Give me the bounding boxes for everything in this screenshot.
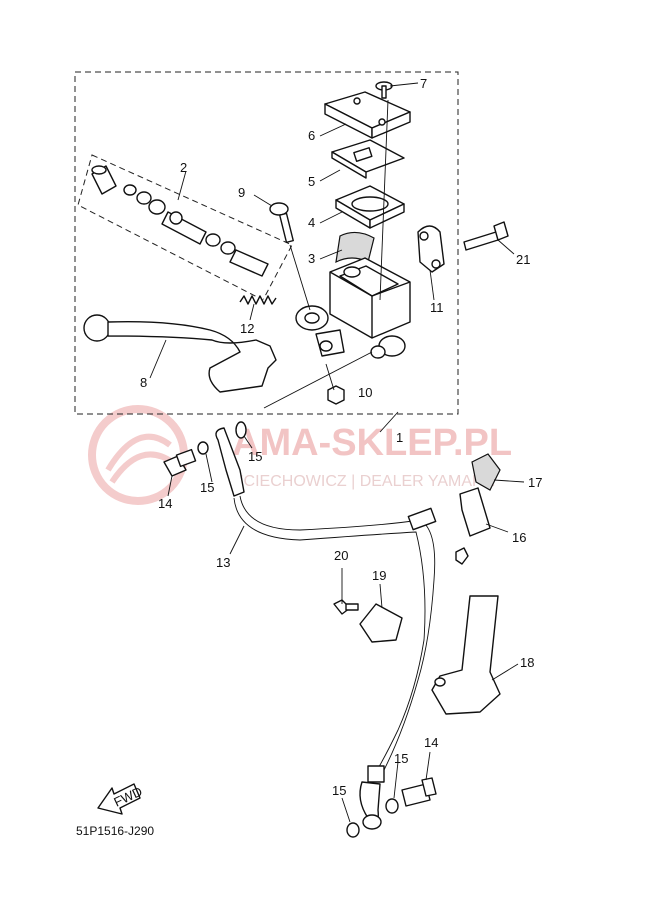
callout-15-d: 15 (332, 783, 346, 798)
brake-hose-13 (215, 427, 437, 830)
diaphragm-4 (335, 185, 405, 229)
callout-15-a: 15 (248, 449, 262, 464)
plate-5 (331, 139, 405, 179)
callout-9: 9 (238, 185, 245, 200)
callout-15-b: 15 (200, 480, 214, 495)
fwd-arrow-icon: FWD (97, 783, 145, 815)
callout-17: 17 (528, 475, 542, 490)
callout-11: 11 (430, 300, 444, 315)
callout-6: 6 (308, 128, 315, 143)
protector-3 (335, 231, 375, 264)
fwd-label: FWD (111, 784, 144, 810)
screw-7 (375, 81, 393, 99)
piston-kit-2 (91, 165, 269, 277)
bolt-9 (269, 202, 294, 244)
callout-10: 10 (358, 385, 372, 400)
holder-clamp-11 (417, 225, 445, 273)
callout-21: 21 (516, 252, 530, 267)
spring-12 (239, 295, 277, 305)
callout-12: 12 (240, 321, 254, 336)
hose-holder-19 (359, 603, 403, 643)
washer-15d (346, 822, 360, 838)
callout-4: 4 (308, 215, 315, 230)
callout-5: 5 (308, 174, 315, 189)
master-cylinder-body-1 (295, 257, 411, 359)
callout-2: 2 (180, 160, 187, 175)
callout-14-a: 14 (158, 496, 172, 511)
bolt-20 (333, 599, 359, 615)
assembly-boundary (74, 71, 459, 415)
leader-lines (149, 82, 525, 823)
callout-14-b: 14 (424, 735, 438, 750)
hose-holder-16 (455, 487, 491, 565)
bolt-21 (463, 221, 509, 251)
callout-8: 8 (140, 375, 147, 390)
washer-15a (235, 421, 247, 439)
callout-19: 19 (372, 568, 386, 583)
union-bolt-14-lower (401, 777, 437, 807)
watermark-brand: AMA-SKLEP.PL (232, 422, 512, 464)
callouts: 7 6 5 4 3 9 2 8 12 10 11 21 1 15 15 14 1… (140, 76, 542, 798)
callout-15-c: 15 (394, 751, 408, 766)
callout-7: 7 (420, 76, 427, 91)
watermark-subline: UCIECHOWICZ | DEALER YAMAHA (232, 473, 495, 490)
callout-20: 20 (334, 548, 348, 563)
washer-15c (385, 798, 399, 814)
callout-16: 16 (512, 530, 526, 545)
diagram-code: 51P1516-J290 (76, 824, 154, 838)
callout-13: 13 (216, 555, 230, 570)
reservoir-cap-6 (324, 91, 411, 139)
callout-18: 18 (520, 655, 534, 670)
nut-10 (327, 385, 345, 405)
callout-3: 3 (308, 251, 315, 266)
watermark: AMA-SKLEP.PL UCIECHOWICZ | DEALER YAMAHA (88, 405, 512, 505)
washer-15b (197, 441, 209, 455)
watermark-logo-swoosh (105, 433, 174, 484)
union-bolt-14-upper (163, 448, 197, 477)
callout-1: 1 (396, 430, 403, 445)
brake-lever-8 (83, 314, 277, 393)
stay-18 (431, 595, 501, 715)
